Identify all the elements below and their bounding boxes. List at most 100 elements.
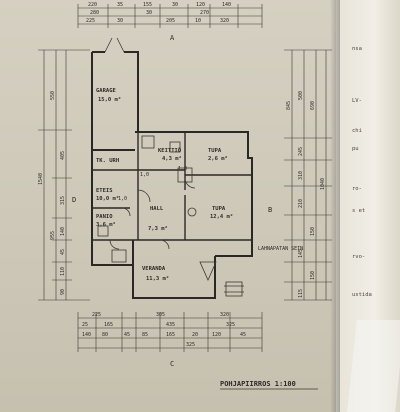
- dim-bottom-3-5: 20: [192, 332, 198, 338]
- dim-top-1-1: 35: [117, 2, 123, 8]
- dim-left-in-4: 110: [60, 267, 66, 276]
- dim-top-1-2: 155: [143, 2, 152, 8]
- room-kitchen-name: KEITTIÖ: [158, 147, 182, 154]
- window-note: LAHNAPATAN SEIN: [258, 246, 303, 252]
- dim-right-mid-1: 690: [310, 101, 316, 110]
- left-dimension-lines: [38, 49, 90, 301]
- room-garage-area: 15,0 m²: [98, 96, 121, 103]
- dim-bottom-1-2: 320: [220, 312, 229, 318]
- dim-top-2-1: 30: [146, 10, 152, 16]
- mark-3: 1,0: [118, 196, 127, 202]
- room-veranda-area: 11,3 m²: [146, 275, 169, 282]
- dim-bottom-3-3: 85: [142, 332, 148, 338]
- dim-top-2-2: 270: [200, 10, 209, 16]
- drawing-sheet: [0, 0, 352, 412]
- room-hall-name: HALL: [150, 206, 164, 212]
- dim-top-1-0: 220: [88, 2, 97, 8]
- side-text-5: s et: [352, 208, 365, 214]
- drawing-title: POHJAPIIRROS 1:100: [220, 380, 296, 388]
- dim-bottom-2-2: 435: [166, 322, 175, 328]
- dim-bottom-1-0: 225: [92, 312, 101, 318]
- dim-right-outer: 1040: [320, 178, 326, 190]
- dim-top-2-0: 280: [90, 10, 99, 16]
- axis-marker-c: C: [170, 360, 174, 368]
- dim-bottom-3-7: 45: [240, 332, 246, 338]
- axis-marker-d: D: [72, 196, 76, 204]
- dim-left-mid-0: 550: [50, 91, 56, 100]
- room-labels: GARAGE 15,0 m² KEITTIÖ 4,3 m² TUPA 2,6 m…: [96, 88, 303, 282]
- adjacent-document-text: nsa LV- chi pu ro- s et rvo- ustida: [352, 46, 372, 298]
- dim-left-in-1: 315: [60, 196, 66, 205]
- room-kitchen-area: 4,3 m²: [162, 155, 182, 162]
- dim-top-1-4: 120: [196, 2, 205, 8]
- room-utility-name: TK. URH: [96, 158, 119, 164]
- left-dimension-labels: 1540 550 955 405 315 140 45 110 90: [38, 91, 66, 295]
- mark-2: 1,0: [178, 166, 187, 172]
- right-dimension-lines: [284, 49, 332, 301]
- dim-left-outer: 1540: [38, 173, 44, 185]
- bottom-dimension-lines: [77, 312, 263, 352]
- dim-left-in-2: 140: [60, 227, 66, 236]
- dim-left-in-5: 90: [60, 289, 66, 295]
- dim-left-in-0: 405: [60, 151, 66, 160]
- dim-right-in-0: 245: [298, 147, 304, 156]
- dim-right-mid-0: 500: [298, 91, 304, 100]
- tape-strip: [347, 320, 400, 412]
- mark-1: 1,0: [140, 172, 149, 178]
- dim-bottom-2-3: 325: [226, 322, 235, 328]
- dim-top-1-3: 30: [172, 2, 178, 8]
- dim-bottom-2-1: 165: [104, 322, 113, 328]
- dim-top-3-3: 10: [195, 18, 201, 24]
- dim-top-3-0: 225: [86, 18, 95, 24]
- side-text-0: nsa: [352, 46, 362, 52]
- room-sauna-area: 3,6 m²: [96, 221, 116, 228]
- dim-right-in-3: 150: [310, 227, 316, 236]
- top-dimension-labels: 220 35 155 30 120 140 280 30 270 225 30 …: [86, 2, 231, 24]
- side-text-7: ustida: [352, 292, 372, 298]
- side-text-3: pu: [352, 146, 359, 152]
- dim-left-mid-1: 955: [50, 231, 56, 240]
- dim-right-in-5: 150: [310, 271, 316, 280]
- dim-bottom-4-0: 325: [186, 342, 195, 348]
- side-text-2: chi: [352, 128, 362, 134]
- dim-right-in-4: 145: [298, 249, 304, 258]
- walls: [91, 37, 253, 299]
- dim-top-3-1: 30: [117, 18, 123, 24]
- dim-bottom-1-1: 305: [156, 312, 165, 318]
- dim-top-3-4: 320: [220, 18, 229, 24]
- side-text-4: ro-: [352, 186, 362, 192]
- room-top-right-name: TUPA: [208, 148, 222, 154]
- dim-bottom-3-2: 45: [124, 332, 130, 338]
- bottom-dimension-labels: 225 305 320 25 165 435 325 140 80 45 85 …: [82, 312, 246, 348]
- dim-bottom-3-6: 120: [212, 332, 221, 338]
- room-veranda-name: VERANDA: [142, 266, 166, 272]
- right-dimension-labels: 1040 500 690 845 245 310 210 150 145 150…: [286, 91, 326, 298]
- room-top-right-area: 2,6 m²: [208, 155, 228, 162]
- dim-bottom-2-0: 25: [82, 322, 88, 328]
- axis-marker-a: A: [170, 34, 175, 42]
- room-sauna-name: PANIO: [96, 214, 113, 220]
- dim-right-in-6: 115: [298, 289, 304, 298]
- dim-left-in-3: 45: [60, 249, 66, 255]
- room-garage-name: GARAGE: [96, 88, 116, 94]
- dim-right-in-1: 310: [298, 171, 304, 180]
- room-hall-area: 7,3 m²: [148, 225, 168, 232]
- dim-bottom-3-4: 165: [166, 332, 175, 338]
- top-dimension-lines: [77, 4, 263, 28]
- room-hall-left-name: ETEIS: [96, 188, 113, 194]
- side-text-6: rvo-: [352, 254, 365, 260]
- room-living-name: TUPA: [212, 206, 226, 212]
- dim-top-3-2: 205: [166, 18, 175, 24]
- room-hall-left-area: 10,0 m²: [96, 195, 119, 202]
- dim-bottom-3-0: 140: [82, 332, 91, 338]
- side-text-1: LV-: [352, 98, 362, 104]
- sheet-shadow: [330, 0, 340, 412]
- room-living-area: 12,4 m²: [210, 213, 233, 220]
- dim-right-in-2: 210: [298, 199, 304, 208]
- dim-bottom-3-1: 80: [102, 332, 108, 338]
- axis-marker-b: B: [268, 206, 272, 214]
- dim-right-mid-2: 845: [286, 101, 292, 110]
- dim-top-1-5: 140: [222, 2, 231, 8]
